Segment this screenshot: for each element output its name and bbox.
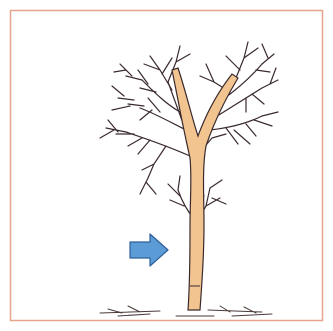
frame-border [11, 11, 323, 321]
